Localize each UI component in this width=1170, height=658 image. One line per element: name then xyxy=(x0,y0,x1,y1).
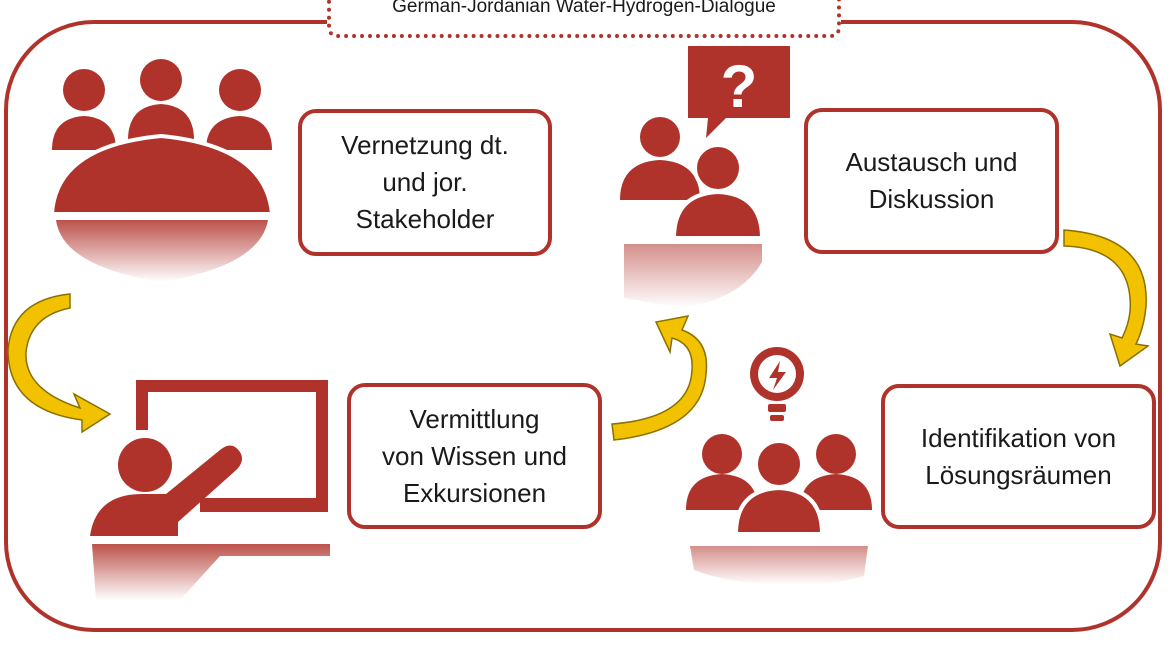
step-box-solutions: Identifikation von Lösungsräumen xyxy=(881,384,1156,529)
step-label-exchange: Austausch und Diskussion xyxy=(845,147,1018,214)
step-label-solutions: Identifikation von Lösungsräumen xyxy=(920,422,1117,490)
discussion-question-icon: ? xyxy=(620,46,790,308)
step-box-knowledge: Vermittlung von Wissen und Exkursionen xyxy=(347,383,602,529)
step-box-exchange: Austausch und Diskussion xyxy=(804,108,1059,254)
team-idea-lightbulb-icon xyxy=(686,347,872,585)
step-label-networking: Vernetzung dt. und jor. Stakeholder xyxy=(341,130,509,234)
title-box: German-Jordanian Water-Hydrogen-Dialogue xyxy=(327,0,841,38)
diagram-title: German-Jordanian Water-Hydrogen-Dialogue xyxy=(392,0,776,17)
svg-text:?: ? xyxy=(721,53,758,120)
arrow-exchange-to-solutions xyxy=(1063,229,1150,368)
arrow-knowledge-to-exchange xyxy=(611,315,708,441)
step-label-knowledge: Vermittlung von Wissen und Exkursionen xyxy=(382,403,567,508)
round-table-meeting-icon xyxy=(49,59,275,282)
step-box-networking: Vernetzung dt. und jor. Stakeholder xyxy=(298,109,552,256)
arrow-networking-to-knowledge xyxy=(7,293,112,434)
presentation-teacher-icon xyxy=(90,380,330,600)
